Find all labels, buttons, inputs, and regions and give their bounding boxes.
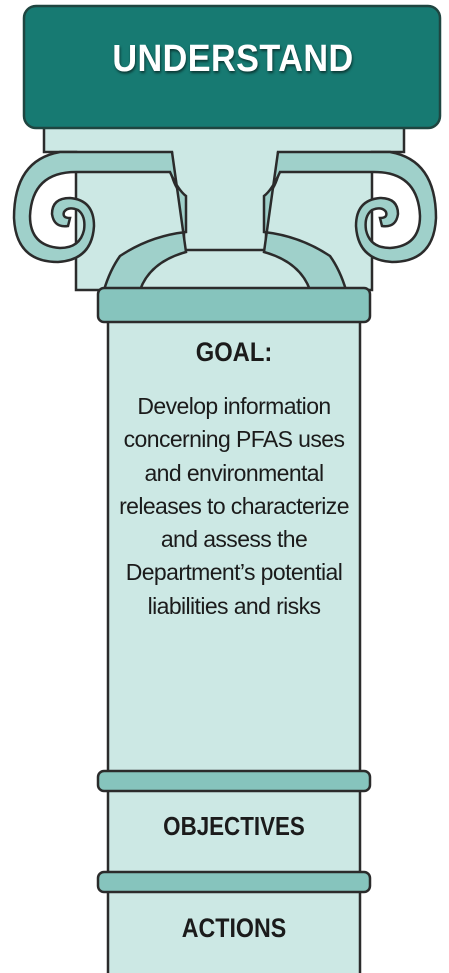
right-volute	[262, 150, 438, 292]
goal-heading: GOAL:	[195, 337, 273, 367]
column-shaft	[106, 316, 362, 973]
objectives-band	[96, 769, 372, 793]
actions-band	[96, 870, 372, 894]
objectives-label: OBJECTIVES	[163, 811, 305, 841]
goal-description: Develop information concerning PFAS uses…	[119, 393, 349, 619]
actions-label: ACTIONS	[181, 913, 287, 943]
pillar-title: UNDERSTAND	[112, 38, 354, 80]
capital-top-block	[22, 4, 442, 130]
capital-notch	[170, 152, 280, 252]
capital-band	[96, 286, 372, 324]
left-volute	[12, 150, 188, 292]
